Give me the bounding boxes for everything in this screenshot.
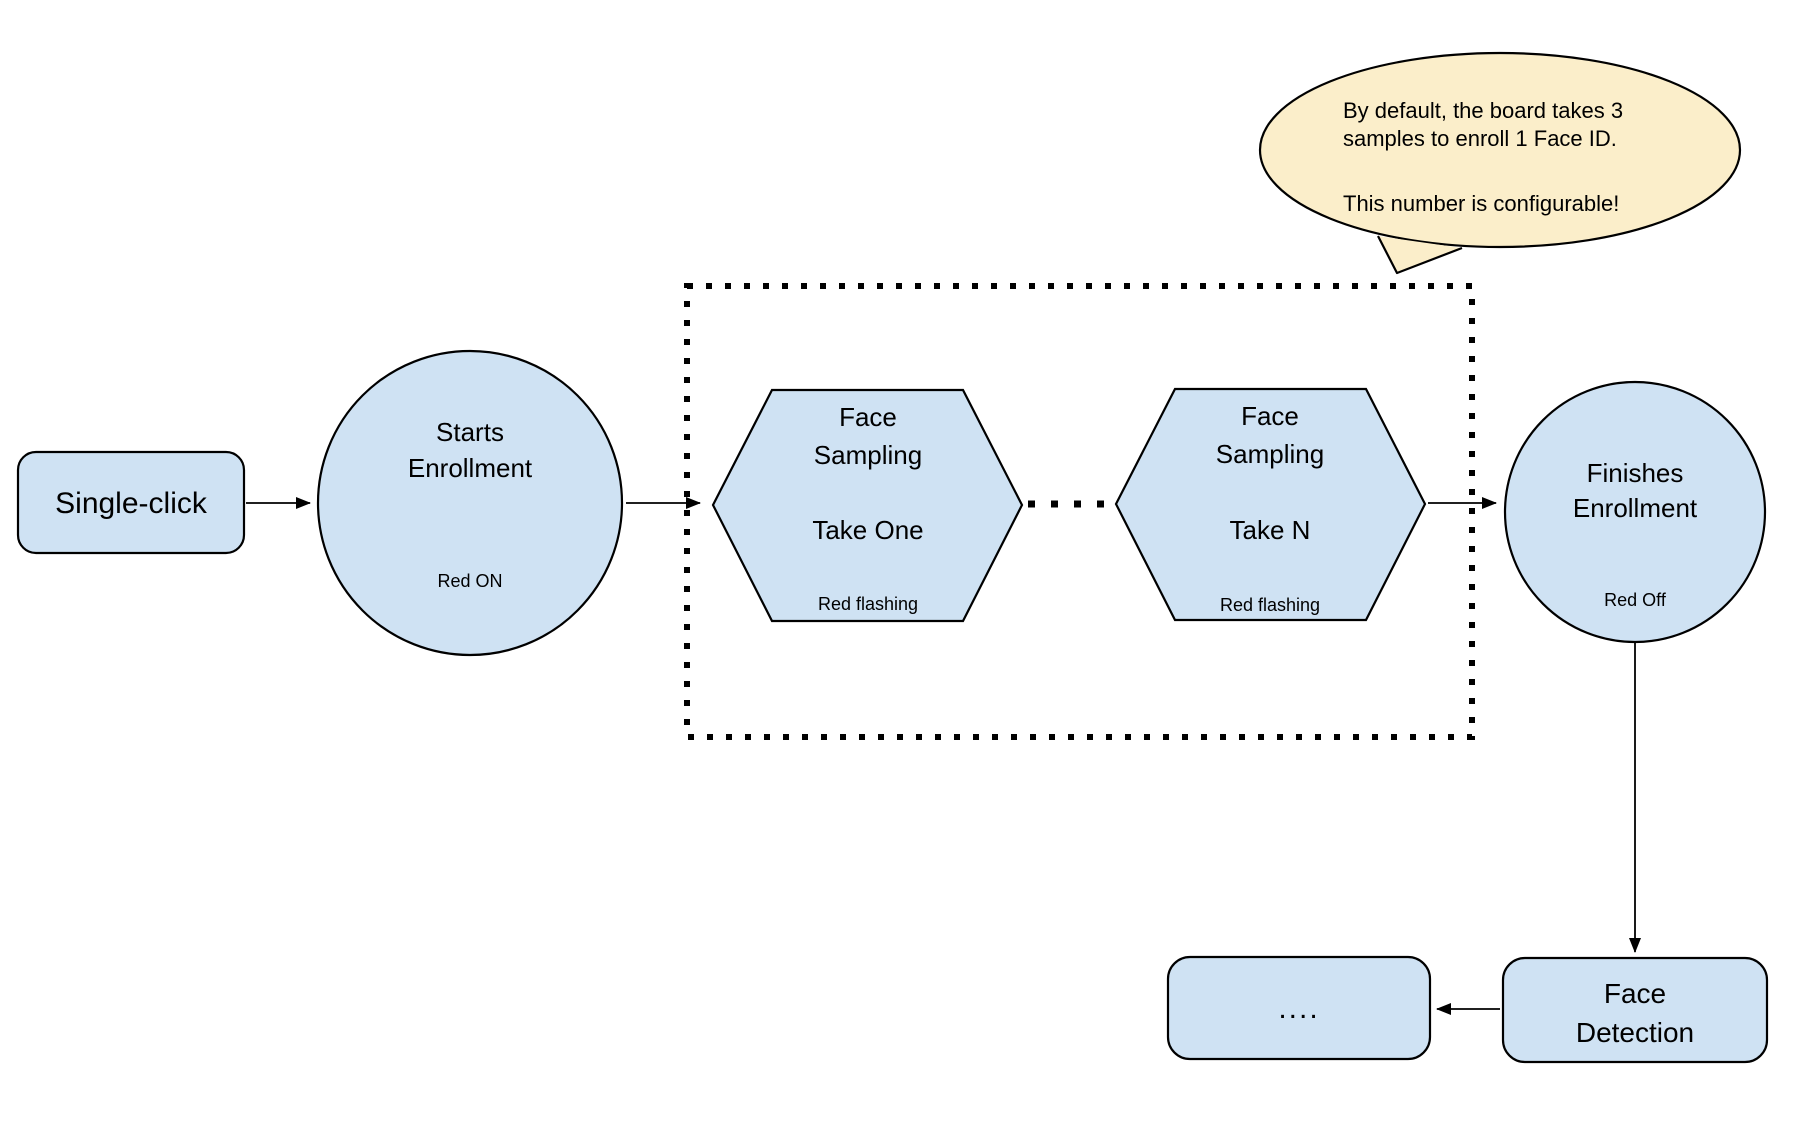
node-face-sampling-take-n: Face Sampling Take N Red flashing bbox=[1114, 387, 1427, 622]
callout-text-line2: samples to enroll 1 Face ID. bbox=[1343, 126, 1617, 151]
finishes-enrollment-status: Red Off bbox=[1604, 590, 1667, 610]
callout-text-line1: By default, the board takes 3 bbox=[1343, 98, 1623, 123]
face-sampling-n-status: Red flashing bbox=[1220, 595, 1320, 615]
face-sampling-one-take: Take One bbox=[812, 515, 923, 545]
continuation-label: .... bbox=[1278, 992, 1319, 1025]
single-click-box bbox=[16, 450, 246, 555]
node-face-sampling-take-one: Face Sampling Take One Red flashing bbox=[711, 388, 1024, 623]
callout-tail bbox=[1378, 236, 1462, 273]
starts-enrollment-status: Red ON bbox=[437, 571, 502, 591]
face-sampling-one-line2: Sampling bbox=[814, 440, 922, 470]
face-sampling-one-line1: Face bbox=[839, 402, 897, 432]
face-sampling-n-line1: Face bbox=[1241, 401, 1299, 431]
single-click-label: Single-click bbox=[55, 487, 208, 520]
callout-tail-outline bbox=[1377, 235, 1463, 275]
finishes-enrollment-circle bbox=[1503, 380, 1767, 644]
face-sampling-one-status: Red flashing bbox=[818, 594, 918, 614]
node-single-click: Single-click bbox=[16, 450, 246, 555]
face-sampling-n-hexagon bbox=[1114, 387, 1427, 622]
starts-enrollment-line2: Enrollment bbox=[408, 453, 533, 483]
face-sampling-n-take: Take N bbox=[1230, 515, 1311, 545]
node-starts-enrollment: Starts Enrollment Red ON bbox=[316, 349, 624, 657]
face-detection-line1: Face bbox=[1604, 978, 1666, 1009]
node-continuation: .... bbox=[1166, 955, 1432, 1061]
starts-enrollment-circle bbox=[316, 349, 624, 657]
continuation-box bbox=[1166, 955, 1432, 1061]
sampling-group-frame bbox=[684, 283, 1475, 740]
callout-text-line3: This number is configurable! bbox=[1343, 191, 1619, 216]
node-face-detection: Face Detection bbox=[1501, 956, 1769, 1064]
callout-bubble: By default, the board takes 3 samples to… bbox=[1258, 51, 1742, 275]
face-detection-line2: Detection bbox=[1576, 1017, 1694, 1048]
face-sampling-one-hexagon bbox=[711, 388, 1024, 623]
node-finishes-enrollment: Finishes Enrollment Red Off bbox=[1503, 380, 1767, 644]
finishes-enrollment-line2: Enrollment bbox=[1573, 493, 1698, 523]
callout-ellipse bbox=[1258, 51, 1742, 249]
face-detection-box bbox=[1501, 956, 1769, 1064]
face-sampling-n-line2: Sampling bbox=[1216, 439, 1324, 469]
starts-enrollment-line1: Starts bbox=[436, 417, 504, 447]
finishes-enrollment-line1: Finishes bbox=[1587, 458, 1684, 488]
